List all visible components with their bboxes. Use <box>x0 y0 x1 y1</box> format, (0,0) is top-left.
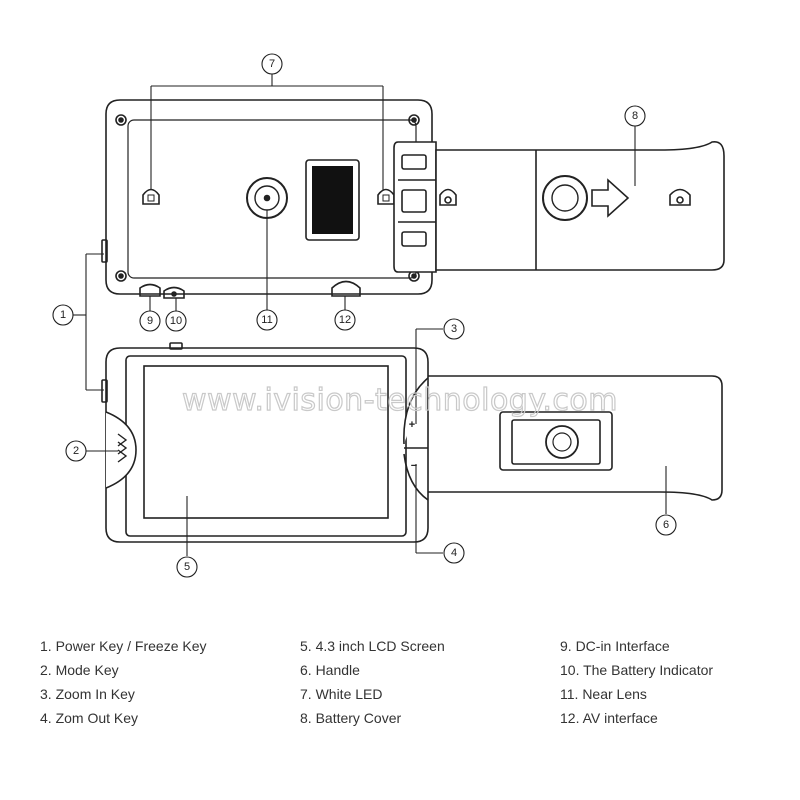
zoom-in-glyph: + <box>409 419 415 431</box>
legend-item: 3. Zoom In Key <box>40 686 135 702</box>
callout-2: 2 <box>65 440 87 462</box>
callout-1: 1 <box>52 304 74 326</box>
device-diagram: + − www.ivision-technology.com 123456789… <box>52 53 725 578</box>
callout-6: 6 <box>655 514 677 536</box>
mode-key <box>105 411 137 489</box>
hinge <box>393 141 437 273</box>
callout-12: 12 <box>334 309 356 331</box>
callout-9: 9 <box>139 310 161 332</box>
legend-item: 2. Mode Key <box>40 662 119 678</box>
callout-3: 3 <box>443 318 465 340</box>
battery-cover <box>435 140 725 271</box>
legend-item: 9. DC-in Interface <box>560 638 670 654</box>
zoom-out-key <box>403 453 429 501</box>
handle <box>419 375 723 501</box>
callout-7: 7 <box>261 53 283 75</box>
legend-item: 11. Near Lens <box>560 686 647 702</box>
callout-label: 12 <box>339 314 351 326</box>
legend-item: 10. The Battery Indicator <box>560 662 714 678</box>
legend-item: 4. Zom Out Key <box>40 710 139 726</box>
device-front-view <box>101 342 723 543</box>
callout-11: 11 <box>256 309 278 331</box>
callout-10: 10 <box>165 310 187 332</box>
legend-item: 7. White LED <box>300 686 383 702</box>
legend-item: 12. AV interface <box>560 710 658 726</box>
legend-item: 1. Power Key / Freeze Key <box>40 638 207 654</box>
legend-item: 6. Handle <box>300 662 360 678</box>
callout-label: 1 <box>60 309 66 321</box>
callout-label: 11 <box>261 314 272 326</box>
callout-label: 9 <box>147 315 153 327</box>
legend-column-1: 1. Power Key / Freeze Key 2. Mode Key 3.… <box>40 636 207 732</box>
av-port <box>331 280 361 297</box>
callout-4: 4 <box>443 542 465 564</box>
callout-label: 5 <box>184 561 190 573</box>
legend-column-3: 9. DC-in Interface 10. The Battery Indic… <box>560 636 713 732</box>
dc-in-port <box>139 283 161 297</box>
callout-label: 2 <box>73 445 79 457</box>
callout-label: 10 <box>170 315 182 327</box>
callout-label: 6 <box>663 519 669 531</box>
watermark: www.ivision-technology.com <box>182 383 618 418</box>
legend-item: 5. 4.3 inch LCD Screen <box>300 638 445 654</box>
zoom-out-glyph: − <box>411 460 417 472</box>
device-back-view <box>101 99 725 299</box>
callout-label: 8 <box>632 110 638 122</box>
legend-item: 8. Battery Cover <box>300 710 402 726</box>
callout-label: 7 <box>269 58 275 70</box>
callout-label: 4 <box>451 547 457 559</box>
legend-column-2: 5. 4.3 inch LCD Screen 6. Handle 7. Whit… <box>300 636 445 732</box>
callout-label: 3 <box>451 323 457 335</box>
callout-8: 8 <box>624 105 646 127</box>
callout-5: 5 <box>176 556 198 578</box>
white-led-left <box>142 188 160 205</box>
battery-indicator <box>163 286 185 299</box>
